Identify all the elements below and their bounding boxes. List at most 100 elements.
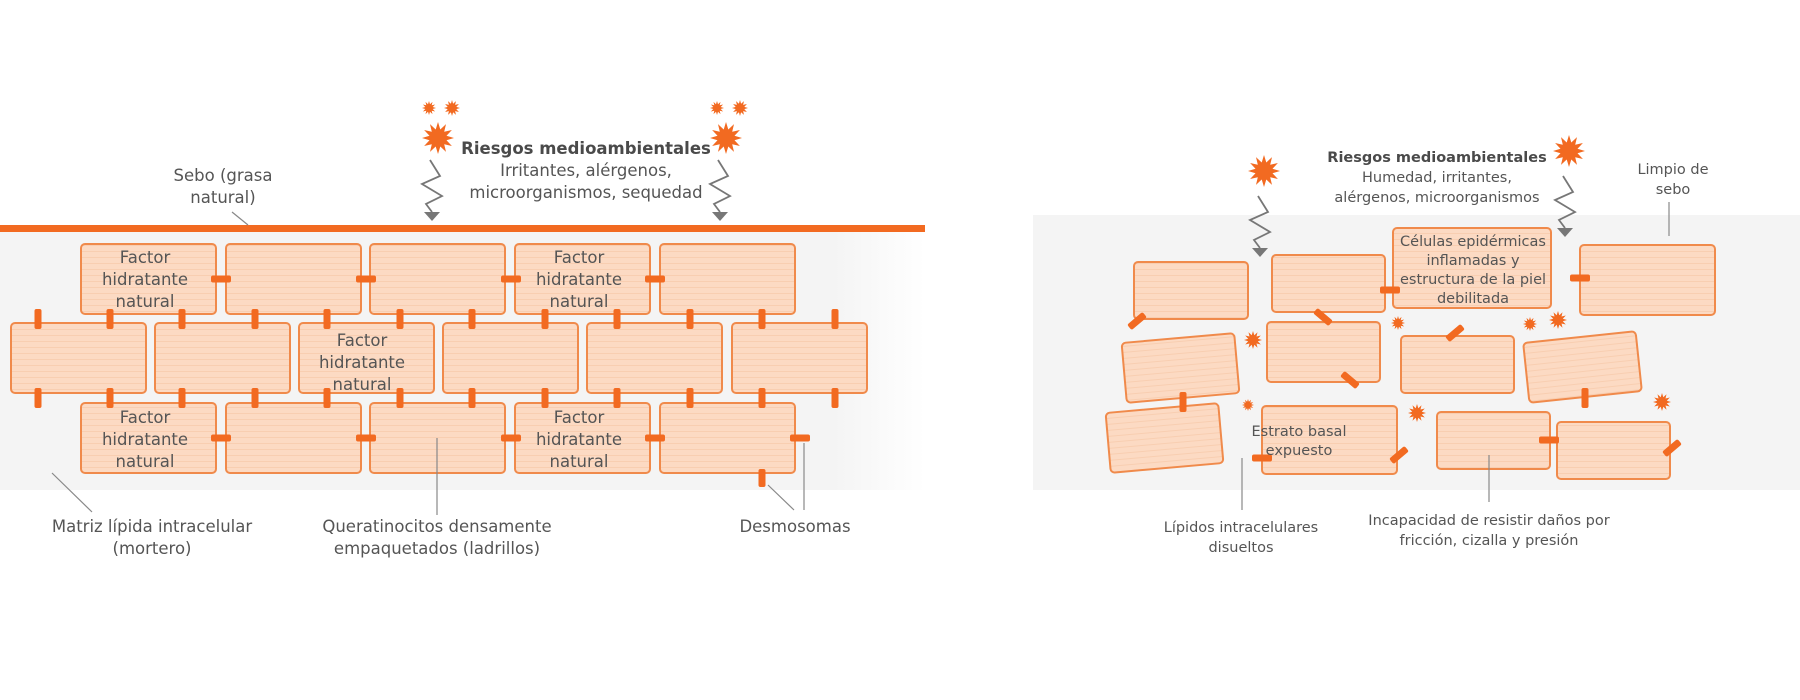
svg-text:Limpio de: Limpio de — [1637, 162, 1708, 178]
desmosome — [1539, 436, 1559, 444]
svg-text:natural): natural) — [190, 188, 255, 207]
desmosome — [831, 309, 839, 329]
keratinocyte-cell — [154, 322, 291, 394]
svg-text:Lípidos intracelulares: Lípidos intracelulares — [1164, 520, 1318, 536]
svg-text:Factor: Factor — [554, 248, 605, 267]
no-sebum-label: Limpio de sebo — [1637, 162, 1709, 236]
factor-label-5: Factor hidratante natural — [536, 408, 622, 471]
desmosome — [356, 434, 376, 442]
desmosome — [323, 388, 331, 408]
svg-text:Factor: Factor — [120, 408, 171, 427]
desmosome — [758, 388, 766, 408]
svg-text:Sebo (grasa: Sebo (grasa — [174, 166, 273, 185]
lightning-icon — [420, 159, 444, 213]
desmosome — [686, 309, 694, 329]
desmosome — [1570, 274, 1590, 282]
irritant-burst-icon — [422, 122, 454, 154]
irritant-burst-icon — [1553, 135, 1585, 167]
keratinocyte-cell — [659, 402, 796, 474]
svg-text:natural: natural — [116, 452, 175, 471]
keratinocyte-cell — [225, 402, 362, 474]
svg-text:hidratante: hidratante — [319, 353, 405, 372]
desmosome — [1581, 388, 1589, 408]
keratinocyte-cell — [1133, 261, 1249, 320]
desmosome — [106, 388, 114, 408]
desmosome — [211, 434, 231, 442]
keratinocytes-label: Queratinocitos densamente empaquetados (… — [322, 438, 552, 558]
svg-text:Humedad, irritantes,: Humedad, irritantes, — [1362, 170, 1512, 186]
inflamed-cells-label: Células epidérmicas inflamadas y estruct… — [1400, 234, 1546, 307]
irritant-burst-icon — [1549, 311, 1567, 329]
sebum-layer — [0, 225, 925, 232]
desmosome — [1662, 439, 1682, 457]
svg-text:Factor: Factor — [120, 248, 171, 267]
desmosome — [396, 388, 404, 408]
desmosome — [613, 309, 621, 329]
irritant-burst-icon — [1244, 331, 1262, 349]
irritant-burst-icon — [422, 101, 436, 115]
svg-text:natural: natural — [116, 292, 175, 311]
keratinocyte-cell — [659, 243, 796, 315]
irritant-burst-icon — [710, 101, 724, 115]
svg-text:inflamadas y: inflamadas y — [1426, 253, 1520, 269]
desmosome — [34, 309, 42, 329]
matrix-label: Matriz lípida intracelular (mortero) — [51, 472, 252, 558]
inflamed-cells — [1104, 227, 1716, 480]
svg-text:(mortero): (mortero) — [113, 539, 192, 558]
desmosome — [645, 434, 665, 442]
desmosome — [831, 388, 839, 408]
factor-label-3: Factor hidratante natural — [319, 331, 405, 394]
svg-text:hidratante: hidratante — [102, 270, 188, 289]
irritant-burst-icon — [1653, 393, 1671, 411]
desmosome — [1313, 308, 1333, 326]
svg-text:Células epidérmicas: Células epidérmicas — [1400, 234, 1546, 250]
svg-text:Irritantes, alérgenos,: Irritantes, alérgenos, — [500, 161, 672, 180]
irritant-burst-icon — [1408, 404, 1426, 422]
desmosome — [396, 309, 404, 329]
desmosome — [468, 309, 476, 329]
damaged-skin-panel: Riesgos medioambientales Humedad, irrita… — [1033, 135, 1800, 556]
lightning-icon — [708, 159, 732, 213]
keratinocyte-cell — [225, 243, 362, 315]
desmosome — [106, 309, 114, 329]
lightning-icon — [1248, 195, 1272, 249]
svg-text:natural: natural — [550, 292, 609, 311]
irritant-bursts — [1242, 311, 1671, 422]
sebum-label: Sebo (grasa natural) — [174, 166, 273, 226]
keratinocyte-cells — [10, 243, 868, 474]
svg-text:natural: natural — [333, 375, 392, 394]
desmosome — [211, 275, 231, 283]
desmosome — [501, 275, 521, 283]
svg-text:estructura de la piel: estructura de la piel — [1400, 272, 1546, 288]
irritant-burst-icon — [444, 100, 460, 116]
keratinocyte-cell — [442, 322, 579, 394]
svg-text:Riesgos medioambientales: Riesgos medioambientales — [461, 139, 711, 158]
lightning-icon — [1553, 175, 1577, 229]
desmosome — [541, 388, 549, 408]
svg-text:Factor: Factor — [554, 408, 605, 427]
svg-text:hidratante: hidratante — [536, 270, 622, 289]
svg-text:Riesgos medioambientales: Riesgos medioambientales — [1327, 150, 1546, 166]
desmosome — [613, 388, 621, 408]
factor-label-2: Factor hidratante natural — [536, 248, 622, 311]
desmosome — [1340, 371, 1360, 389]
keratinocyte-cell — [1392, 227, 1552, 309]
desmosome — [178, 388, 186, 408]
svg-text:debilitada: debilitada — [1437, 291, 1509, 307]
keratinocyte-cell — [1261, 405, 1398, 475]
keratinocyte-cell — [1579, 244, 1716, 316]
desmosome — [468, 388, 476, 408]
keratinocyte-cell — [1266, 321, 1381, 383]
desmosome — [1252, 454, 1272, 462]
svg-text:expuesto: expuesto — [1266, 443, 1333, 459]
desmosome — [790, 434, 810, 442]
threat-icons-right — [1248, 135, 1585, 257]
svg-text:Estrato basal: Estrato basal — [1252, 424, 1347, 440]
svg-text:empaquetados (ladrillos): empaquetados (ladrillos) — [334, 539, 540, 558]
desmosome — [501, 434, 521, 442]
desmosome — [323, 309, 331, 329]
desmosome — [34, 388, 42, 408]
lipids-label: Lípidos intracelulares disueltos — [1164, 458, 1318, 556]
svg-text:Factor: Factor — [337, 331, 388, 350]
keratinocyte-cell — [731, 322, 868, 394]
